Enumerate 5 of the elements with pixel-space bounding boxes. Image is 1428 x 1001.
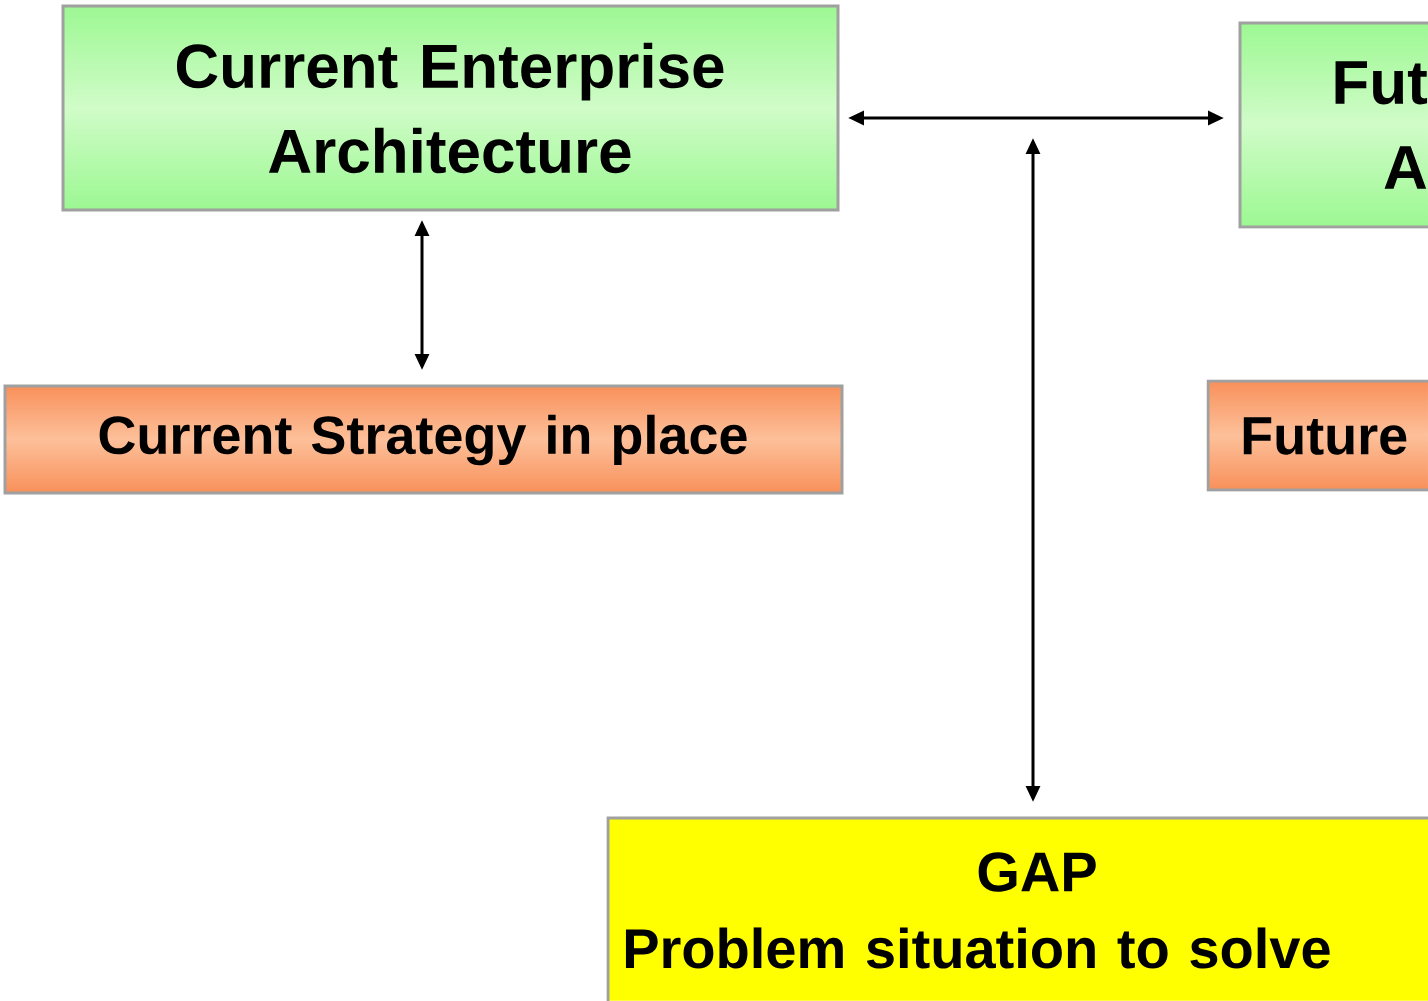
text-box: GAP Problem situation to solve bbox=[606, 816, 1428, 1001]
text-box: Fut A bbox=[1238, 21, 1428, 229]
text-box: Future bbox=[1206, 379, 1428, 492]
text-box: Current Enterprise Architecture bbox=[61, 4, 840, 212]
text-box: Current Strategy in place bbox=[3, 384, 844, 495]
